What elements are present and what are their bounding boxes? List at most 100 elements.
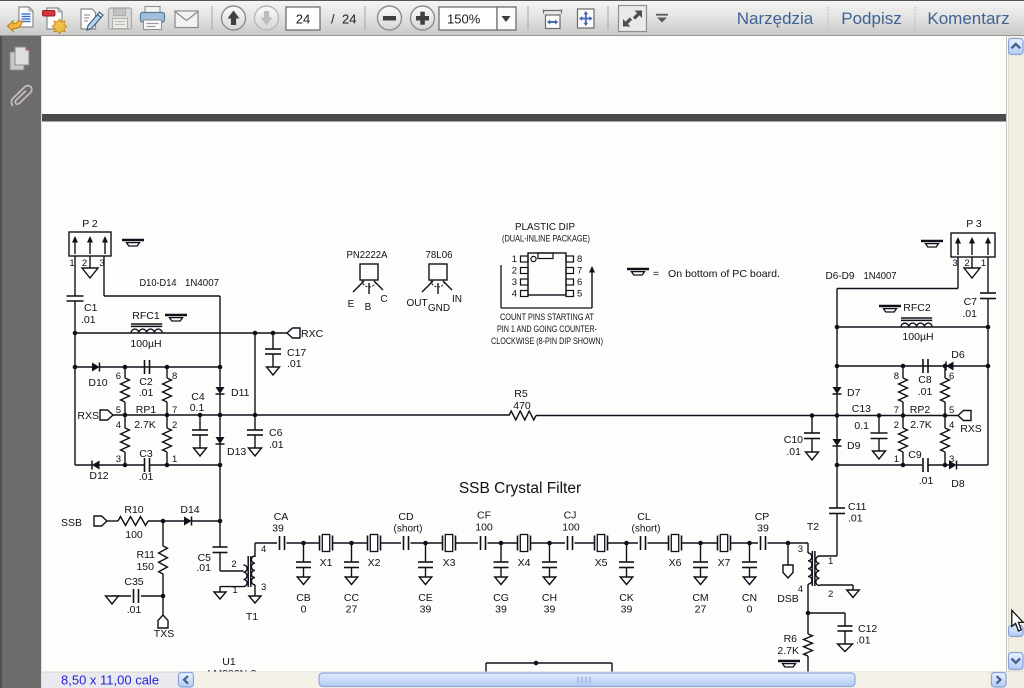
svg-text:C8: C8	[918, 374, 932, 386]
svg-text:C2: C2	[139, 376, 153, 388]
svg-text:6: 6	[116, 371, 121, 382]
svg-text:CP: CP	[755, 511, 770, 523]
svg-text:D14: D14	[180, 504, 199, 516]
svg-text:3: 3	[99, 258, 104, 269]
svg-text:P 3: P 3	[966, 218, 982, 230]
svg-text:39: 39	[544, 604, 556, 616]
svg-text:1: 1	[894, 454, 899, 465]
svg-text:X3: X3	[443, 557, 456, 569]
svg-text:D12: D12	[89, 470, 108, 482]
svg-text:On bottom of PC board.: On bottom of PC board.	[668, 269, 780, 280]
svg-text:R5: R5	[514, 388, 528, 400]
svg-text:1: 1	[828, 556, 833, 567]
svg-text:B: B	[365, 302, 372, 313]
svg-text:D11: D11	[231, 387, 250, 399]
svg-text:CJ: CJ	[564, 510, 577, 522]
svg-text:C13: C13	[852, 403, 871, 415]
svg-text:C35: C35	[124, 576, 143, 588]
svg-text:.01: .01	[139, 471, 154, 483]
svg-text:T1: T1	[246, 611, 258, 623]
svg-text:2.7K: 2.7K	[777, 645, 799, 657]
svg-text:D6: D6	[951, 349, 965, 361]
svg-text:2: 2	[231, 559, 236, 570]
svg-text:C9: C9	[908, 449, 922, 461]
svg-text:24: 24	[296, 12, 310, 27]
svg-text:D7: D7	[847, 387, 861, 399]
svg-text:2.7K: 2.7K	[134, 419, 156, 431]
svg-text:27: 27	[695, 604, 707, 616]
svg-text:39: 39	[272, 523, 284, 535]
svg-text:7: 7	[894, 405, 899, 416]
svg-text:CG: CG	[493, 592, 509, 604]
svg-text:39: 39	[621, 604, 633, 616]
svg-text:C: C	[380, 294, 387, 305]
svg-text:.01: .01	[81, 314, 96, 326]
svg-text:RFC1: RFC1	[132, 310, 160, 322]
svg-text:PIN 1 AND GOING COUNTER-: PIN 1 AND GOING COUNTER-	[497, 324, 597, 334]
svg-text:150: 150	[136, 561, 154, 573]
svg-text:4: 4	[261, 544, 266, 555]
svg-text:X7: X7	[718, 557, 731, 569]
svg-text:470: 470	[513, 400, 531, 412]
svg-text:D9: D9	[847, 440, 861, 452]
svg-text:2: 2	[828, 589, 833, 600]
svg-text:D10-D14: D10-D14	[140, 277, 177, 289]
svg-text:4: 4	[512, 289, 517, 300]
svg-text:R11: R11	[137, 549, 156, 561]
svg-text:1: 1	[172, 454, 177, 465]
svg-text:Narzędzia: Narzędzia	[737, 9, 814, 28]
svg-text:39: 39	[420, 604, 432, 616]
svg-text:C10: C10	[784, 434, 803, 446]
svg-text:3: 3	[116, 454, 121, 465]
svg-text:.01: .01	[962, 308, 977, 320]
svg-text:3: 3	[952, 258, 957, 269]
svg-text:DSB: DSB	[777, 593, 799, 605]
svg-text:4: 4	[116, 420, 121, 431]
svg-text:3: 3	[949, 454, 954, 465]
svg-text:CB: CB	[296, 592, 311, 604]
svg-text:C17: C17	[287, 347, 306, 359]
svg-text:.01: .01	[287, 358, 302, 370]
svg-text:R6: R6	[784, 633, 798, 645]
svg-text:3: 3	[798, 544, 803, 555]
svg-text:6: 6	[577, 277, 582, 288]
svg-text:C11: C11	[848, 501, 867, 513]
svg-text:150%: 150%	[447, 12, 481, 27]
svg-text:Podpisz: Podpisz	[841, 9, 901, 28]
svg-text:8,50 x 11,00 cale: 8,50 x 11,00 cale	[61, 673, 159, 688]
svg-text:C3: C3	[139, 448, 153, 460]
svg-text:D8: D8	[951, 478, 965, 490]
svg-text:PLASTIC DIP: PLASTIC DIP	[515, 222, 575, 233]
svg-text:P 2: P 2	[82, 218, 98, 230]
svg-text:100: 100	[562, 522, 580, 534]
svg-text:(short): (short)	[394, 524, 423, 535]
svg-text:R10: R10	[124, 504, 143, 516]
svg-text:CA: CA	[274, 511, 289, 523]
svg-text:D13: D13	[227, 446, 246, 458]
svg-text:LM386N-3: LM386N-3	[207, 668, 256, 680]
svg-text:T2: T2	[807, 521, 819, 533]
svg-text:.01: .01	[918, 386, 933, 398]
svg-text:2: 2	[894, 420, 899, 431]
svg-text:CE: CE	[418, 592, 433, 604]
svg-text:4: 4	[798, 584, 803, 595]
svg-text:(DUAL-INLINE PACKAGE): (DUAL-INLINE PACKAGE)	[502, 234, 590, 244]
svg-text:COUNT PINS STARTING AT: COUNT PINS STARTING AT	[500, 312, 594, 322]
svg-text:SSB: SSB	[61, 517, 82, 529]
svg-text:CM: CM	[692, 592, 708, 604]
svg-text:CN: CN	[742, 592, 757, 604]
svg-text:0.1: 0.1	[190, 402, 205, 414]
svg-text:OUT: OUT	[406, 298, 427, 309]
svg-text:=: =	[653, 268, 659, 280]
svg-text:C12: C12	[858, 623, 877, 635]
svg-text:SSB Crystal Filter: SSB Crystal Filter	[459, 480, 581, 497]
svg-text:0: 0	[301, 604, 307, 616]
svg-text:IN: IN	[452, 294, 462, 305]
svg-text:X1: X1	[320, 557, 333, 569]
svg-text:100: 100	[475, 522, 493, 534]
svg-text:1: 1	[981, 258, 986, 269]
svg-text:8: 8	[577, 254, 582, 265]
svg-text:X5: X5	[595, 557, 608, 569]
svg-text:E: E	[348, 299, 355, 310]
svg-text:GND: GND	[428, 303, 450, 314]
